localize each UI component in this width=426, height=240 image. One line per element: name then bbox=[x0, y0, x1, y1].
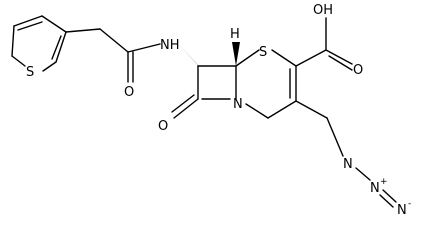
atom-amide-nh: NH bbox=[160, 38, 180, 53]
cephalosporin-azide-structure: S NH O H S N O OH O N N + N - bbox=[11, 3, 411, 216]
structure-canvas: S NH O H S N O OH O N N + N - bbox=[11, 3, 411, 216]
atom-ring-s: S bbox=[259, 45, 267, 60]
stereo-wedge-nh bbox=[178, 44, 201, 68]
acyl-side-chain bbox=[65, 28, 161, 83]
dihydrothiazine-ring bbox=[235, 49, 297, 119]
carboxylic-acid bbox=[295, 17, 353, 71]
thiophene-ring bbox=[11, 15, 67, 72]
atom-azide-n2-charge: + bbox=[380, 177, 388, 187]
atom-amide-o: O bbox=[124, 85, 134, 100]
beta-lactam-ring bbox=[171, 65, 237, 119]
azidomethyl-chain bbox=[295, 100, 397, 208]
atom-azide-n3-charge: - bbox=[408, 199, 411, 209]
atom-acid-o: O bbox=[353, 63, 363, 78]
atom-azide-n2: N bbox=[370, 181, 380, 196]
atom-azide-n3: N bbox=[397, 203, 407, 216]
atom-azide-n1: N bbox=[343, 157, 353, 172]
atom-acid-oh: OH bbox=[313, 3, 333, 18]
atom-lactam-o: O bbox=[158, 119, 168, 134]
atom-thiophene-s: S bbox=[26, 65, 34, 80]
atom-lactam-n: N bbox=[233, 97, 243, 112]
stereo-wedge-h bbox=[232, 42, 240, 66]
atom-stereo-h: H bbox=[230, 27, 240, 42]
